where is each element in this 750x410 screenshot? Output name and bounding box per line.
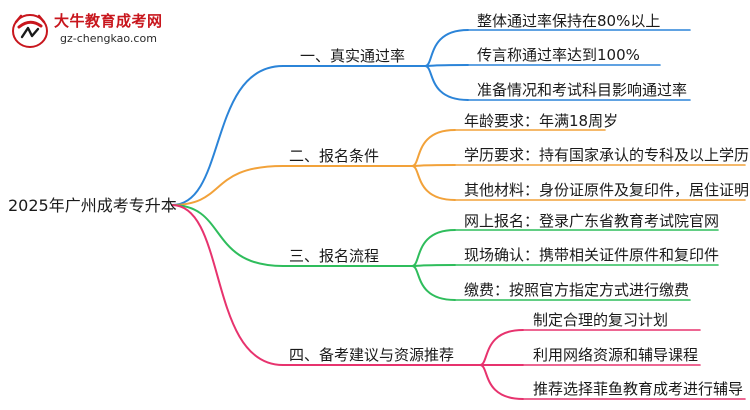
root-connector-2 [171, 165, 284, 206]
root-connector-3 [171, 204, 284, 267]
leaf-process-2: 现场确认：携带相关证件原件和复印件 [464, 246, 720, 264]
leaf-connector-4-3 [479, 364, 524, 400]
branch-pass-rate: 一、真实通过率 [300, 47, 406, 65]
leaf-requirements-1: 年龄要求：年满18周岁 [464, 112, 619, 130]
leaf-connector-1-1 [424, 29, 469, 67]
logo-url: gz-chengkao.com [60, 32, 157, 45]
leaf-requirements-3: 其他材料：身份证原件及复印件，居住证明 [464, 181, 750, 199]
leaf-connector-1-2 [424, 64, 469, 67]
leaf-prep-advice-3: 推荐选择菲鱼教育成考进行辅导 [533, 380, 744, 398]
leaf-prep-advice-2: 利用网络资源和辅导课程 [533, 346, 699, 364]
leaf-connector-2-2 [411, 164, 456, 167]
root-connector-1 [171, 65, 284, 206]
leaf-connector-1-3 [424, 65, 469, 101]
leaf-connector-2-3 [411, 165, 456, 201]
leaf-connector-3-2 [411, 264, 456, 267]
leaf-process-1: 网上报名：登录广东省教育考试院官网 [464, 212, 720, 230]
logo-title: 大牛教育成考网 [54, 12, 163, 30]
leaf-connector-4-1 [479, 329, 524, 366]
leaf-process-3: 缴费：按照官方指定方式进行缴费 [464, 281, 690, 299]
branch-requirements: 二、报名条件 [289, 147, 380, 165]
leaf-pass-rate-3: 准备情况和考试科目影响通过率 [477, 81, 688, 99]
leaf-requirements-2: 学历要求：持有国家承认的专科及以上学历 [464, 146, 750, 164]
branch-process: 三、报名流程 [289, 247, 380, 265]
site-logo[interactable]: 大牛教育成考网 gz-chengkao.com [10, 8, 180, 54]
leaf-pass-rate-2: 传言称通过率达到100% [477, 46, 640, 64]
root-connector-4 [171, 204, 284, 366]
niu-logo-icon [12, 14, 48, 48]
leaf-connector-3-1 [411, 229, 456, 267]
branch-prep-advice: 四、备考建议与资源推荐 [289, 346, 455, 364]
leaf-pass-rate-1: 整体通过率保持在80%以上 [477, 12, 661, 30]
root-topic: 2025年广州成考专升本 [8, 196, 177, 215]
leaf-connector-2-1 [411, 129, 456, 167]
leaf-connector-3-3 [411, 265, 456, 301]
leaf-prep-advice-1: 制定合理的复习计划 [533, 311, 669, 329]
